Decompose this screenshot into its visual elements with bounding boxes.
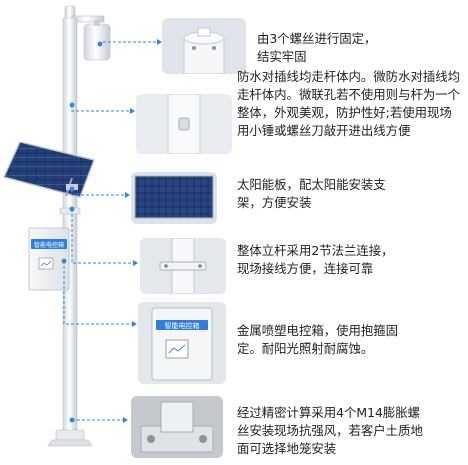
photo-anchor-bolts — [131, 396, 223, 458]
box-label-photo: 智能电控箱 — [165, 321, 200, 330]
caption-anchor-bolts: 经过精密计算采用4个M14膨胀螺丝安装现场抗强风，若客户土质地面可选择地笼安装 — [237, 405, 423, 456]
connector-arrows — [123, 39, 162, 423]
control-box-illustration: 智能电控箱 — [28, 227, 70, 291]
caption-top-bolts: 由3个螺丝进行固定，结实牢固 — [257, 31, 377, 64]
connector-dots — [61, 41, 103, 423]
photo-cable-port — [136, 94, 232, 154]
photo-flange — [140, 238, 226, 294]
caption-flange-joint: 整体立杆采用2节法兰连接，现场接线方便，连接可靠 — [237, 243, 394, 276]
caption-solar-panel: 太阳能板，配太阳能安装支架，方便安装 — [237, 177, 386, 210]
caption-control-box: 金属喷塑电控箱，使用抱箍固定。耐阳光照射耐腐蚀。 — [237, 323, 399, 356]
photo-control-box: 智能电控箱 — [138, 302, 226, 384]
photo-top-cap — [162, 18, 246, 74]
solar-panel-illustration — [3, 141, 95, 198]
box-label-small: 智能电控箱 — [34, 241, 64, 249]
pole-top — [64, 5, 111, 61]
photo-solar-panel — [131, 172, 217, 224]
pole-base — [47, 429, 93, 447]
caption-cable-routing: 防水对插线均走杆体内。微防水对插线均走杆体内。微联孔若不使用则与杆为一个整体，外… — [237, 69, 461, 138]
